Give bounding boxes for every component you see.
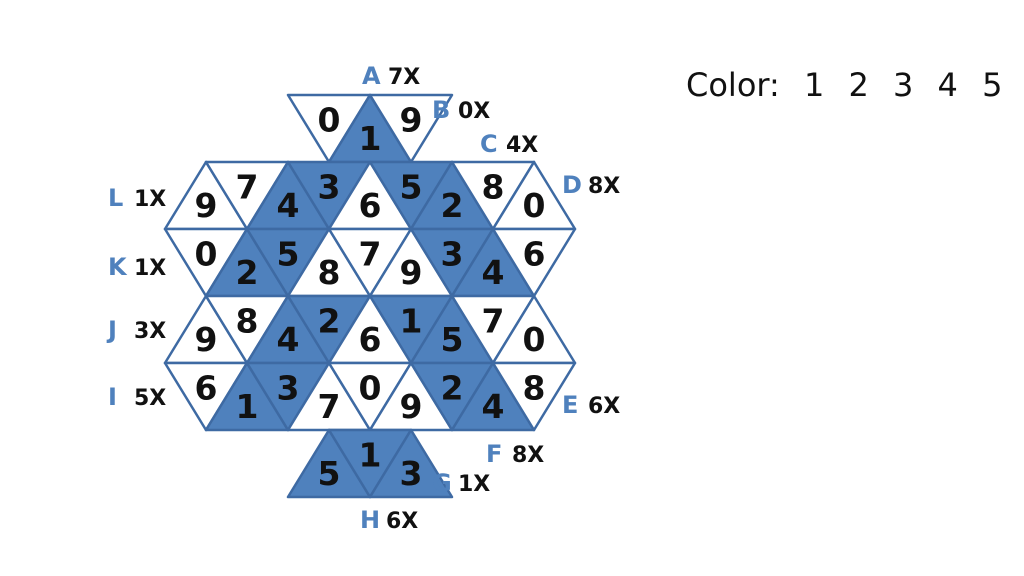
cell-number: 7 xyxy=(236,167,259,206)
cell-number: 2 xyxy=(441,186,464,225)
cell-number: 8 xyxy=(236,301,259,340)
clue-j: J 3X xyxy=(106,316,166,344)
cell-number: 8 xyxy=(482,167,505,206)
color-key-label: Color: xyxy=(686,66,780,104)
cell-number: 7 xyxy=(318,387,341,426)
cell-number: 9 xyxy=(195,320,218,359)
clue-letter: G xyxy=(432,469,452,497)
cell-number: 2 xyxy=(236,253,259,292)
color-value-3: 3 xyxy=(893,66,914,104)
clue-count: 3X xyxy=(134,319,166,344)
clue-count: 6X xyxy=(386,509,418,534)
clue-count: 8X xyxy=(512,443,544,468)
cell-number: 6 xyxy=(195,368,218,407)
clue-e: E 6X xyxy=(562,391,620,419)
clue-count: 8X xyxy=(588,174,620,199)
cell-number: 4 xyxy=(277,320,300,359)
clue-letter: D xyxy=(562,171,582,199)
clue-l: L 1X xyxy=(108,184,166,212)
cell-number: 2 xyxy=(318,301,341,340)
color-value-1: 1 xyxy=(803,66,825,104)
cell-number: 4 xyxy=(482,253,505,292)
color-value-4: 4 xyxy=(937,66,958,104)
cell-number: 7 xyxy=(482,301,505,340)
clue-count: 5X xyxy=(134,386,166,411)
clue-b: B 0X xyxy=(432,96,490,124)
cell-number: 5 xyxy=(277,234,300,273)
cell-number: 0 xyxy=(523,186,546,225)
clue-a: A 7X xyxy=(362,62,420,90)
clue-letter: B xyxy=(432,96,450,124)
triangle-cell xyxy=(491,361,577,432)
color-value-2: 2 xyxy=(848,66,869,104)
clue-letter: K xyxy=(108,253,128,281)
clue-letter: C xyxy=(480,130,498,158)
clue-count: 1X xyxy=(134,256,166,281)
cell-number: 6 xyxy=(523,234,546,273)
clue-count: 6X xyxy=(588,394,620,419)
clue-count: 7X xyxy=(388,65,420,90)
cell-number: 3 xyxy=(441,234,464,273)
cell-number: 1 xyxy=(400,301,423,340)
cell-number: 5 xyxy=(441,320,464,359)
clue-count: 4X xyxy=(506,133,538,158)
clue-count: 1X xyxy=(458,472,490,497)
clue-letter: H xyxy=(360,506,380,534)
cell-number: 2 xyxy=(441,368,464,407)
cell-number: 0 xyxy=(523,320,546,359)
clue-i: I 5X xyxy=(108,383,166,411)
cell-number: 0 xyxy=(318,100,341,139)
cell-number: 6 xyxy=(359,320,382,359)
cell-number: 4 xyxy=(482,387,505,426)
clue-f: F 8X xyxy=(486,440,544,468)
cell-number: 8 xyxy=(318,253,341,292)
clue-letter: E xyxy=(562,391,578,419)
triangle-cell xyxy=(368,93,454,164)
cell-number: 9 xyxy=(400,387,423,426)
cell-number: 9 xyxy=(400,253,423,292)
cell-number: 0 xyxy=(359,368,382,407)
cell-number: 9 xyxy=(195,186,218,225)
cell-number: 1 xyxy=(236,387,259,426)
color-value-5: 5 xyxy=(982,66,1003,104)
cell-number: 3 xyxy=(318,167,341,206)
cell-number: 3 xyxy=(400,454,423,493)
cell-number: 9 xyxy=(400,100,423,139)
color-key: Color: 1 2 3 4 5 xyxy=(686,66,1002,104)
clue-count: 1X xyxy=(134,187,166,212)
clue-c: C 4X xyxy=(480,130,538,158)
clue-letter: L xyxy=(108,184,123,212)
cell-number: 1 xyxy=(359,119,382,158)
triangle-cell xyxy=(491,227,577,298)
clue-letter: A xyxy=(362,62,381,90)
clue-letter: F xyxy=(486,440,502,468)
clue-count: 0X xyxy=(458,99,490,124)
cell-number: 4 xyxy=(277,186,300,225)
cell-number: 1 xyxy=(359,435,382,474)
cell-number: 8 xyxy=(523,368,546,407)
clue-letter: I xyxy=(108,383,117,411)
cell-number: 5 xyxy=(318,454,341,493)
cell-number: 6 xyxy=(359,186,382,225)
cell-number: 5 xyxy=(400,167,423,206)
cell-number: 7 xyxy=(359,234,382,273)
cell-number: 3 xyxy=(277,368,300,407)
cell-number: 0 xyxy=(195,234,218,273)
triangle-cell xyxy=(368,428,454,499)
clue-letter: J xyxy=(106,316,117,344)
